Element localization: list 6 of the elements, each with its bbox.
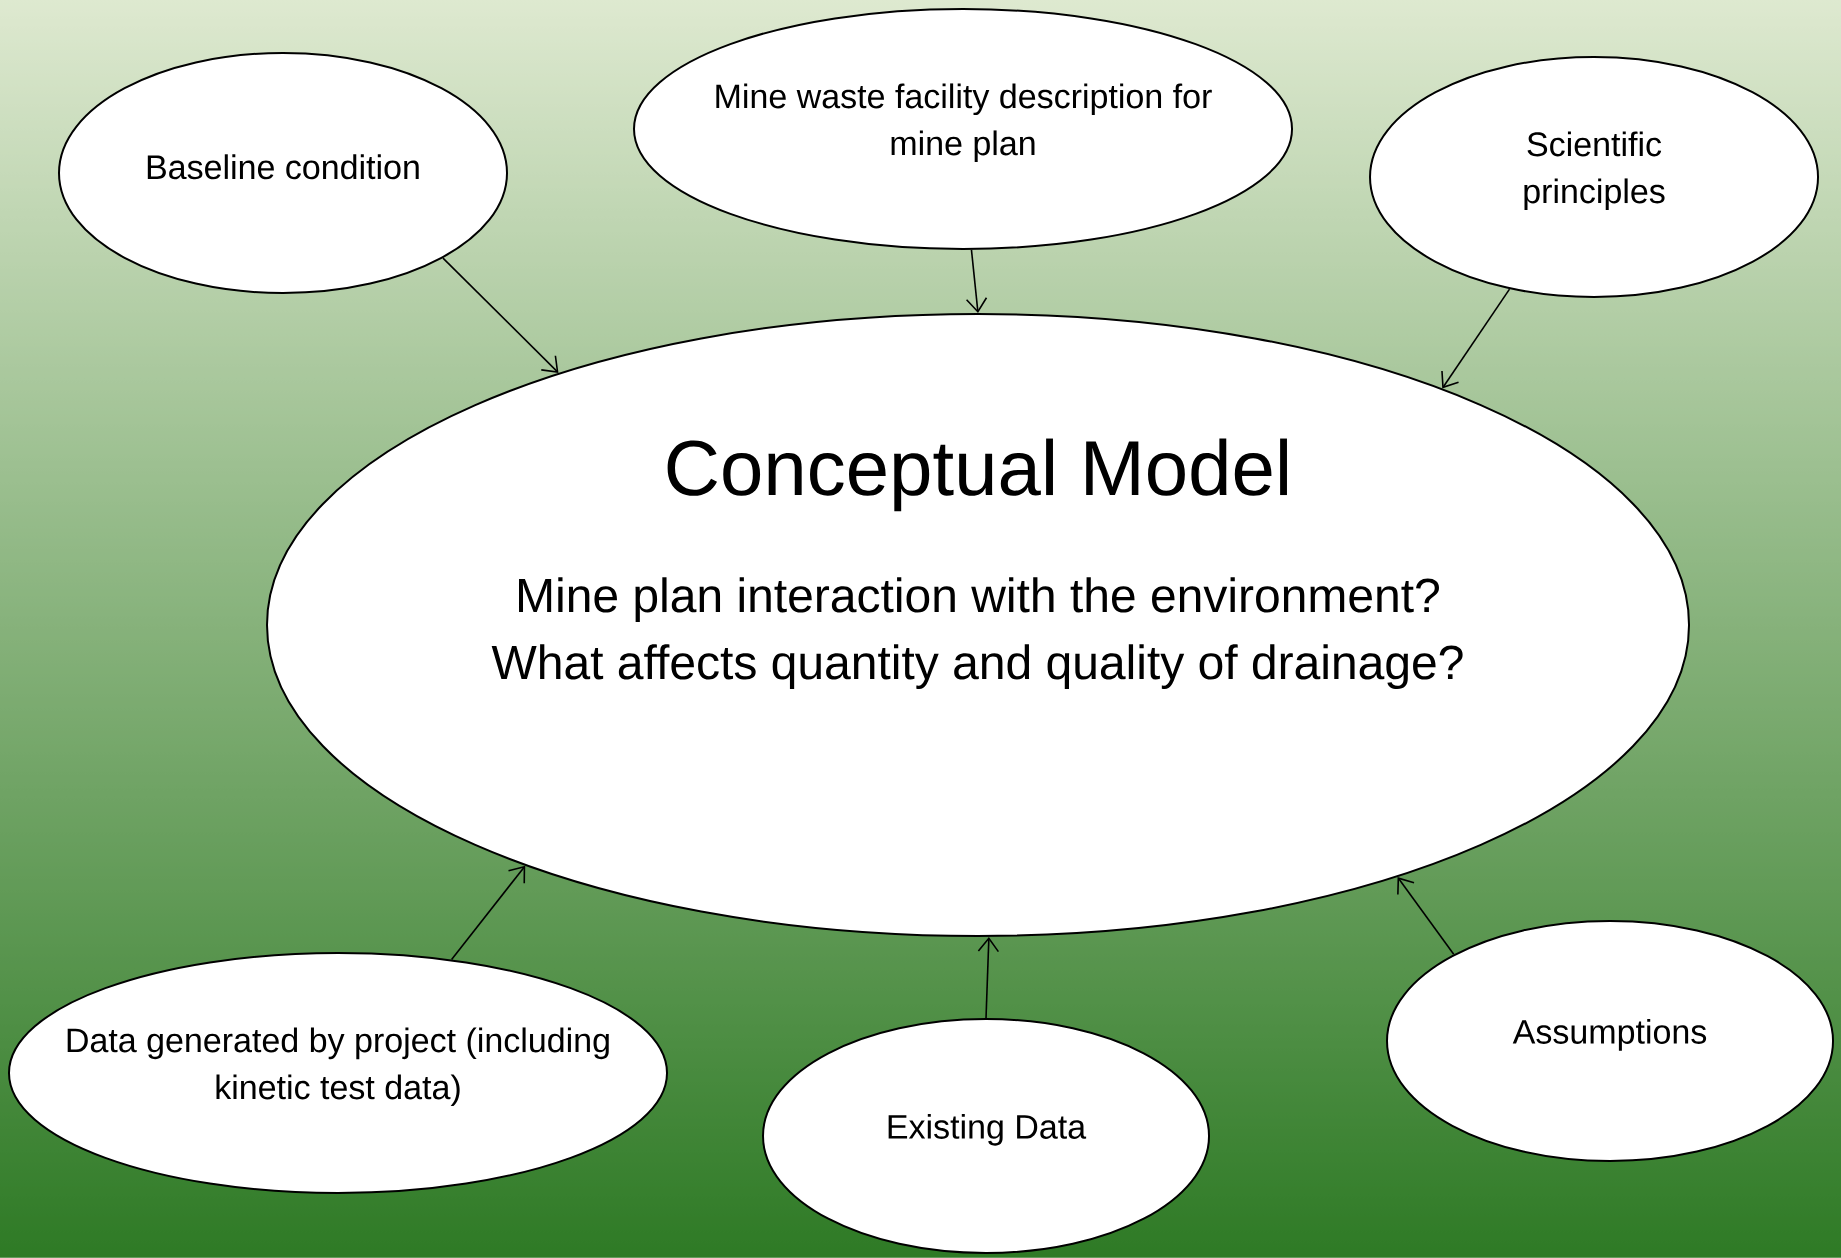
arrow bbox=[1397, 877, 1455, 956]
arrow bbox=[450, 865, 526, 961]
arrow bbox=[1441, 288, 1511, 389]
arrow bbox=[442, 257, 559, 373]
arrow bbox=[977, 936, 1000, 1019]
arrow bbox=[965, 249, 988, 313]
